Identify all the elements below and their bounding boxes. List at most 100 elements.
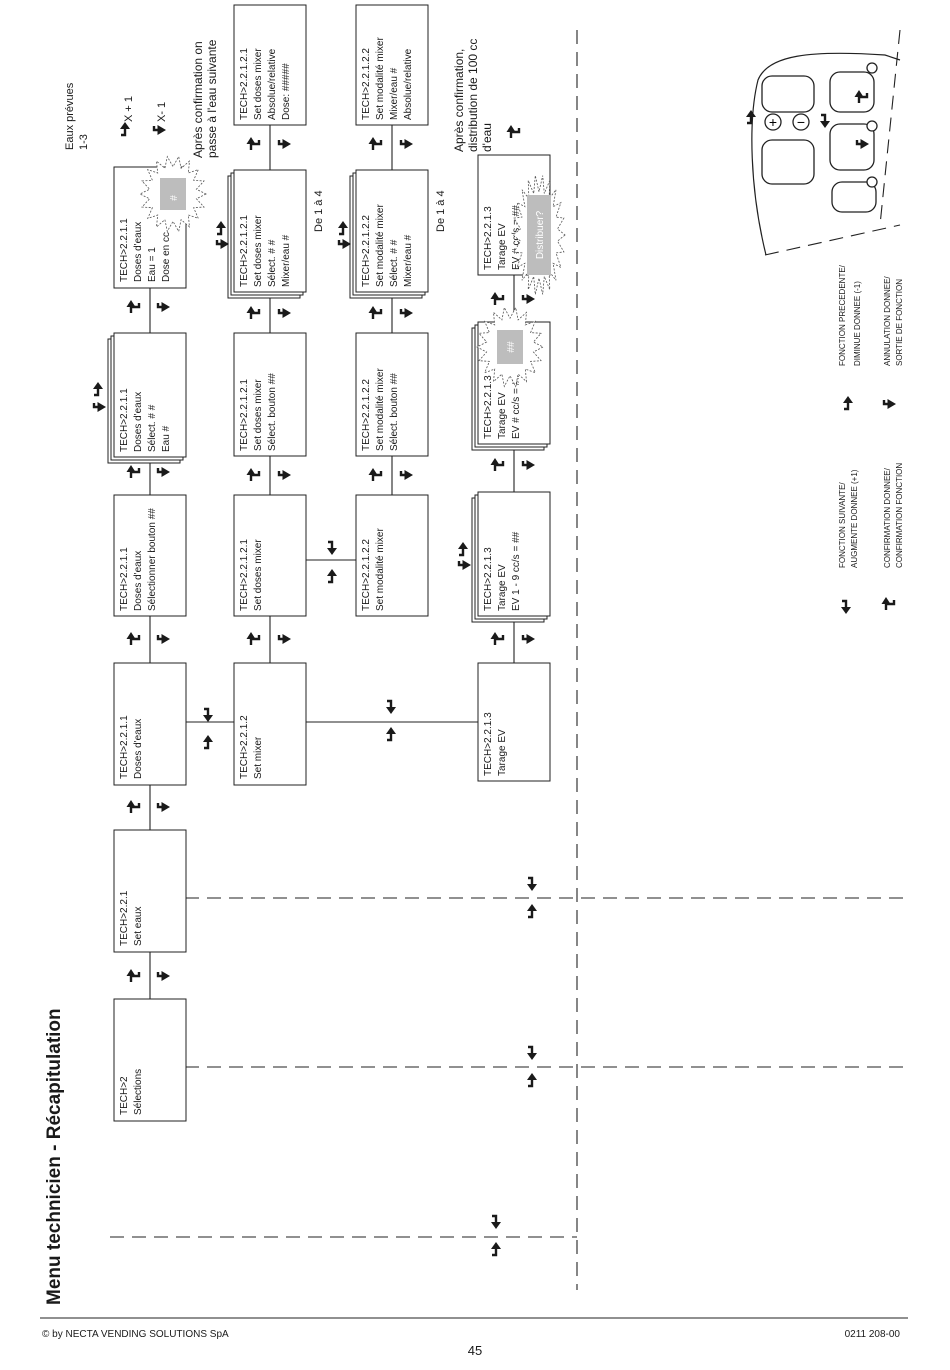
left-icon [336,219,350,236]
left-icon [91,380,105,397]
right-icon [489,1214,503,1231]
down-icon [457,558,473,572]
menu-box-modalite-value: TECH>2.2.1.2.2 Set modalité mixer Mixer/… [355,4,429,126]
svg-text:Sélections: Sélections [133,1069,144,1115]
burst-hash: # [139,155,207,233]
box-line: TECH>2.2.1.3 [483,375,494,439]
down-icon [156,969,172,983]
note-x-minus: X- 1 [156,102,168,122]
down-icon [277,468,293,482]
box-line: TECH>2.2.1.1 [119,547,130,611]
down-icon [277,137,293,151]
enter-icon [367,304,383,321]
left-icon [841,394,855,411]
box-line: Sélect. # # [147,404,158,452]
box-line: Tarage EV [497,223,508,270]
left-icon [384,725,398,742]
left-icon [325,567,339,584]
box-line: TECH>2.2.1.2.1 [239,379,250,451]
left-icon [201,733,215,750]
box-line: Tarage EV [497,392,508,439]
enter-icon [125,463,141,480]
box-line: Doses d'eaux [133,719,144,779]
enter-icon [125,798,141,815]
enter-icon [489,456,505,473]
box-line: TECH>2.2.1 [119,890,130,946]
box-line: Absolue/relative [267,48,278,120]
right-icon [818,113,832,130]
note-eaux-prevues: Eaux prévues [64,82,76,150]
left-icon [214,219,228,236]
annotations: Eaux prévues 1-3 X + 1 X- 1 Après confir… [64,39,494,232]
enter-icon [125,967,141,984]
led-icon [866,176,878,188]
enter-icon [245,466,261,483]
menu-box-tech2: TECH>2 Sélections [113,998,187,1122]
legend: FONCTION SUIVANTE/ AUGMENTE DONNEE (+1) … [838,264,904,616]
box-line: Set doses mixer [253,215,264,287]
box-line: Set modalité mixer [375,204,386,287]
box-line: TECH>2.2.1.2.2 [361,539,372,611]
down-icon [277,306,293,320]
box-line: Sélect. # # [389,239,400,287]
box-line: Set doses mixer [253,539,264,611]
burst-distribuer: Distribuer? [512,175,566,295]
box-line: Mixer/eau # [389,67,400,120]
box-line: Mixer/eau # [281,234,292,287]
box-line: TECH>2.2.1.3 [483,712,494,776]
enter-icon [489,290,505,307]
left-icon [525,1071,539,1088]
box-line: Set doses mixer [253,379,264,451]
down-icon [399,306,415,320]
menu-box-modalite-select: TECH>2.2.1.2.2 Set modalité mixer Sélect… [355,332,429,457]
menu-box-tech-2-2-1: TECH>2.2.1 Set eaux [113,829,187,953]
box-line: Doses d'eaux [133,392,144,452]
legend-label: SORTIE DE FONCTION [895,279,904,366]
down-icon [156,800,172,814]
box-line: Tarage EV [497,564,508,611]
menu-box-doses-mixer-value: TECH>2.2.1.2.1 Set doses mixer Absolue/r… [233,4,307,126]
down-icon [521,632,537,646]
legend-label: AUGMENTE DONNEE (+1) [850,469,859,568]
box-line: Sélect. bouton ## [267,373,278,451]
burst-text: # [169,195,180,201]
box-line: TECH>2.2.1.2 [239,715,250,779]
burst-double-hash: ## [476,306,544,388]
enter-icon [125,298,141,315]
dashed-lines [110,29,908,1290]
menu-box-doses-mixer-select: TECH>2.2.1.2.1 Set doses mixer Sélect. b… [233,332,307,457]
menu-box-doses-stack: TECH>2.2.1.1 Doses d'eaux Sélect. # # Ea… [113,332,187,458]
box-line: TECH>2.2.1.1 [119,388,130,452]
plus-key-label: + [769,114,777,130]
down-icon [156,300,172,314]
box-line: TECH>2.2.1.3 [483,206,494,270]
box-line: TECH>2.2.1.2.1 [239,539,250,611]
legend-label: CONFIRMATION FONCTION [895,463,904,568]
box-line: TECH>2.2.1.2.2 [361,379,372,451]
legend-label: ANNULATION DONNEE/ [883,276,892,366]
enter-icon [245,135,261,152]
enter-icon [245,304,261,321]
note-apres-eau: passe à l'eau suivante [205,39,219,158]
down-icon [92,400,108,414]
note-eaux-range: 1-3 [78,134,90,150]
box-line: Absolue/relative [403,48,414,120]
down-icon [156,632,172,646]
down-icon [882,397,898,411]
note-apres-dist: Après confirmation, [452,49,466,152]
down-icon [337,237,353,251]
minus-key-label: − [797,114,805,130]
note-x-plus: X + 1 [123,96,135,122]
box-line: Dose en cc [161,232,172,282]
burst-text: ## [506,341,517,353]
down-icon [521,292,537,306]
minus-key-icon [792,113,810,131]
note-de-1-a-4: De 1 à 4 [313,190,325,232]
keypad-illustration: + − [744,52,901,256]
box-line: Set mixer [253,736,264,779]
menu-box-doses-mixer-stack: TECH>2.2.1.2.1 Set doses mixer Sélect. #… [233,169,307,293]
legend-label: FONCTION SUIVANTE/ [838,482,847,568]
box-line: TECH>2.2.1.3 [483,547,494,611]
right-icon [201,707,215,724]
note-apres-eau: Après confirmation on [191,41,205,158]
